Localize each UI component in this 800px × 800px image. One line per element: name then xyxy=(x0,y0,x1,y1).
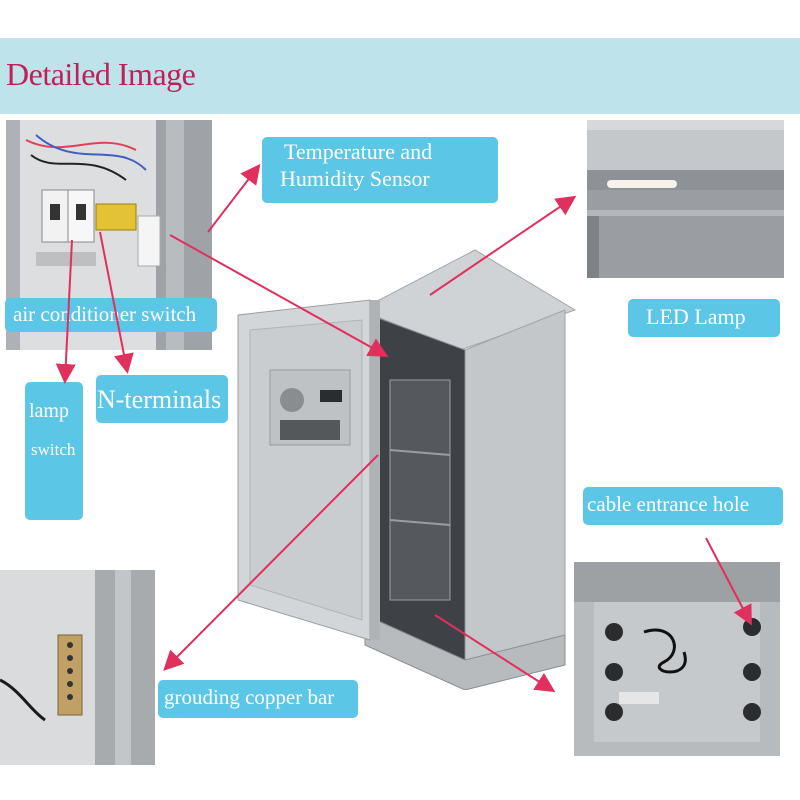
lamp-switch-line2: switch xyxy=(31,440,76,459)
cable-entrance-holes-photo xyxy=(574,562,780,756)
led-lamp-label: LED Lamp xyxy=(628,299,780,337)
n-terminals-text: N-terminals xyxy=(97,385,222,414)
cable-entrance-hole-text: cable entrance hole xyxy=(587,492,750,516)
lamp-switch-line1: lamp xyxy=(29,400,69,422)
cable-entrance-hole-label: cable entrance hole xyxy=(583,487,783,525)
header-band: Detailed Image xyxy=(0,38,800,114)
temperature-label-line2: Humidity Sensor xyxy=(280,166,430,191)
grouding-copper-bar-text: grouding copper bar xyxy=(164,685,335,709)
arrow-to-temp-label xyxy=(207,163,261,233)
grounding-copper-bar-photo xyxy=(0,570,155,765)
page-title: Detailed Image xyxy=(6,56,196,92)
outdoor-cabinet-photo xyxy=(230,240,580,690)
led-lamp-photo xyxy=(587,120,784,278)
air-conditioner-switch-text: air conditioner switch xyxy=(13,302,197,326)
led-lamp-label-text: LED Lamp xyxy=(646,304,746,329)
grouding-copper-bar-label: grouding copper bar xyxy=(158,680,358,718)
temperature-label-line1: Temperature and xyxy=(284,139,433,164)
air-conditioner-switch-label: air conditioner switch xyxy=(5,298,217,332)
n-terminals-label: N-terminals xyxy=(96,375,228,423)
temperature-humidity-sensor-label: Temperature and Humidity Sensor xyxy=(262,137,498,203)
lamp-switch-label: lamp switch xyxy=(25,382,83,520)
